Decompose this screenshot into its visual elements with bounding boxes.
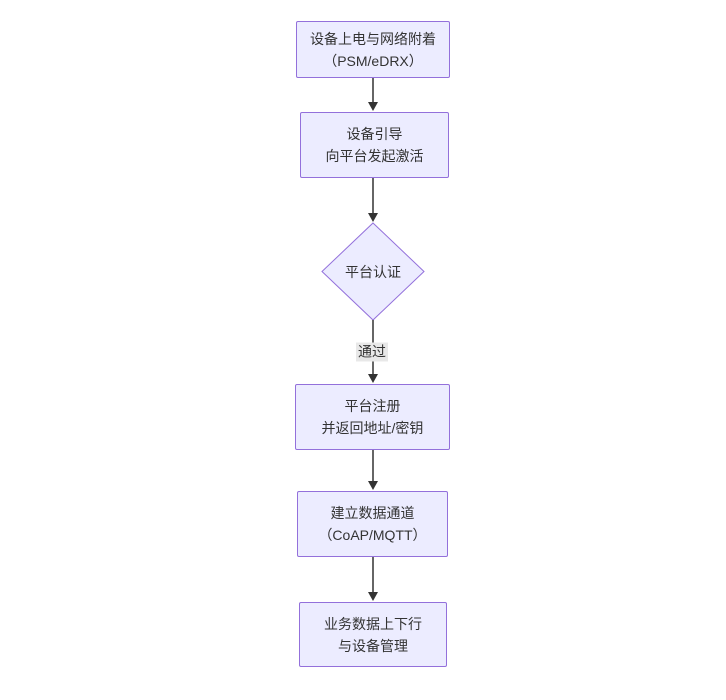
node-platform-register: 平台注册 并返回地址/密钥 (295, 384, 450, 450)
arrow-down-icon (368, 481, 378, 490)
node-label: 平台认证 (345, 263, 401, 280)
arrow-down-icon (368, 592, 378, 601)
edge-label-pass: 通过 (356, 342, 388, 362)
node-label: 平台注册 并返回地址/密钥 (321, 398, 424, 436)
node-data-channel: 建立数据通道 （CoAP/MQTT） (297, 491, 448, 557)
arrow-down-icon (368, 374, 378, 383)
node-label: 建立数据通道 （CoAP/MQTT） (318, 505, 427, 543)
node-label: 设备引导 向平台发起激活 (325, 126, 424, 164)
node-platform-auth: 平台认证 (323, 246, 423, 297)
arrow-down-icon (368, 102, 378, 111)
arrow-down-icon (368, 213, 378, 222)
node-power-network-attach: 设备上电与网络附着 （PSM/eDRX） (296, 21, 450, 78)
node-label: 业务数据上下行 与设备管理 (324, 615, 422, 654)
node-label: 设备上电与网络附着 （PSM/eDRX） (310, 30, 436, 69)
node-business-data: 业务数据上下行 与设备管理 (299, 602, 447, 667)
node-device-bootstrap: 设备引导 向平台发起激活 (300, 112, 449, 178)
